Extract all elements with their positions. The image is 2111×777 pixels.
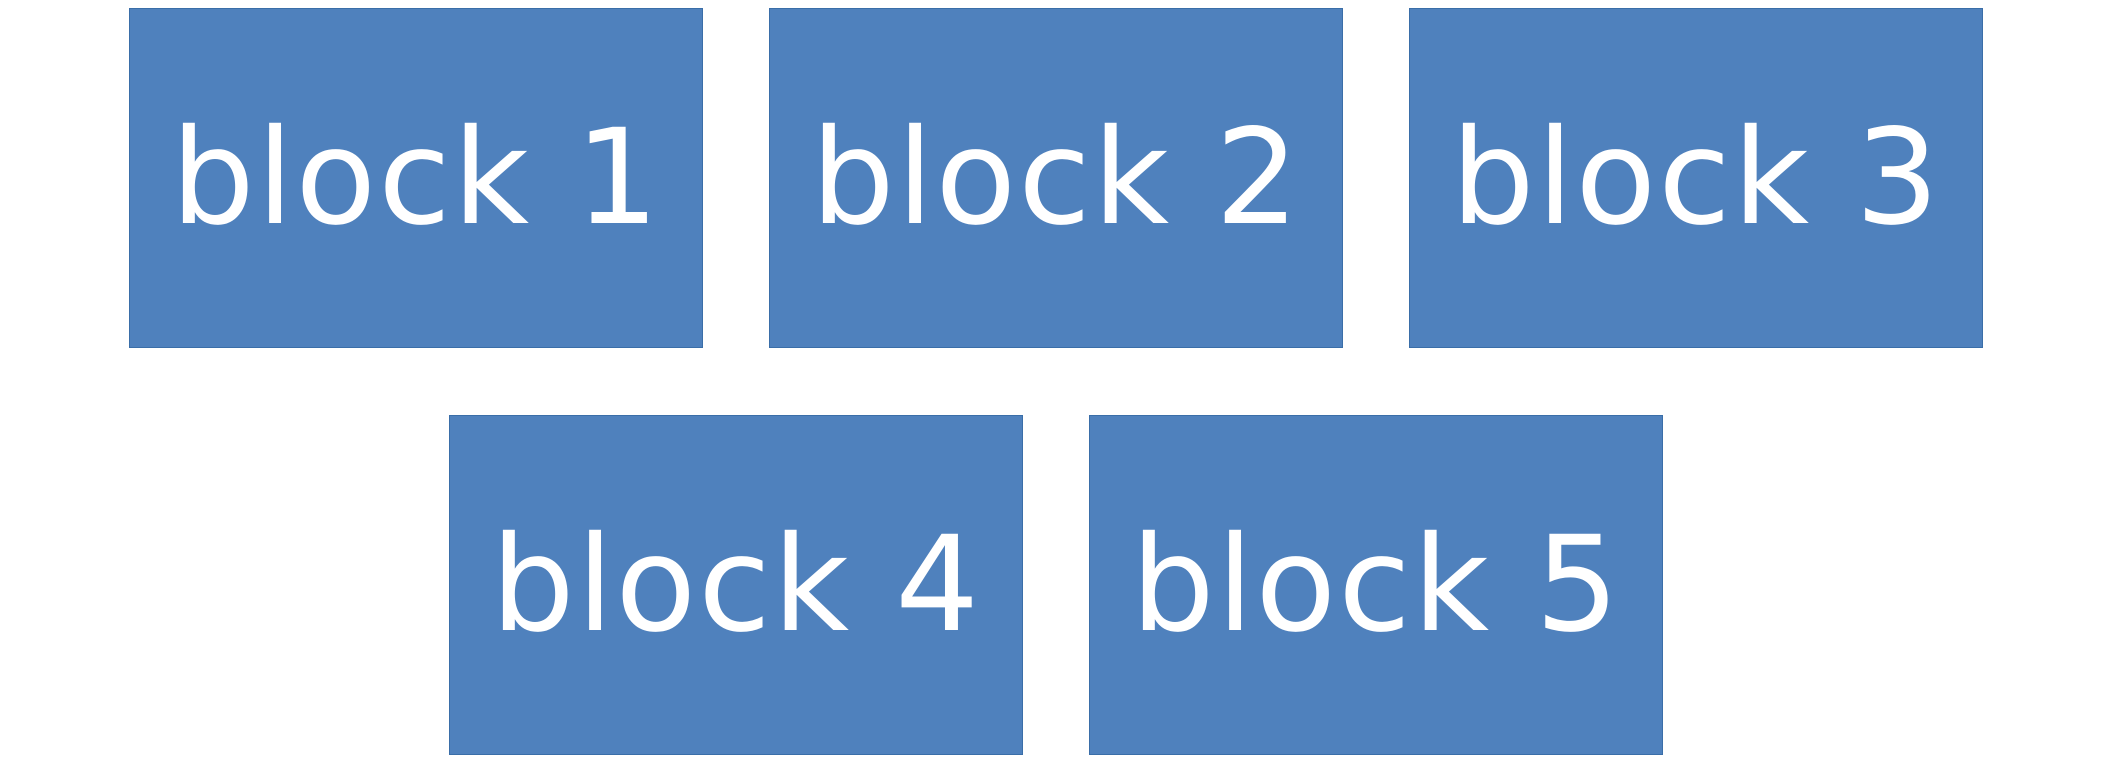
block-1: block 1: [129, 8, 703, 348]
block-3-label: block 3: [1450, 101, 1942, 255]
block-4-label: block 4: [490, 508, 982, 662]
block-5: block 5: [1089, 415, 1663, 755]
block-3: block 3: [1409, 8, 1983, 348]
block-4: block 4: [449, 415, 1023, 755]
block-2: block 2: [769, 8, 1343, 348]
block-2-label: block 2: [810, 101, 1302, 255]
block-5-label: block 5: [1130, 508, 1622, 662]
block-1-label: block 1: [170, 101, 662, 255]
